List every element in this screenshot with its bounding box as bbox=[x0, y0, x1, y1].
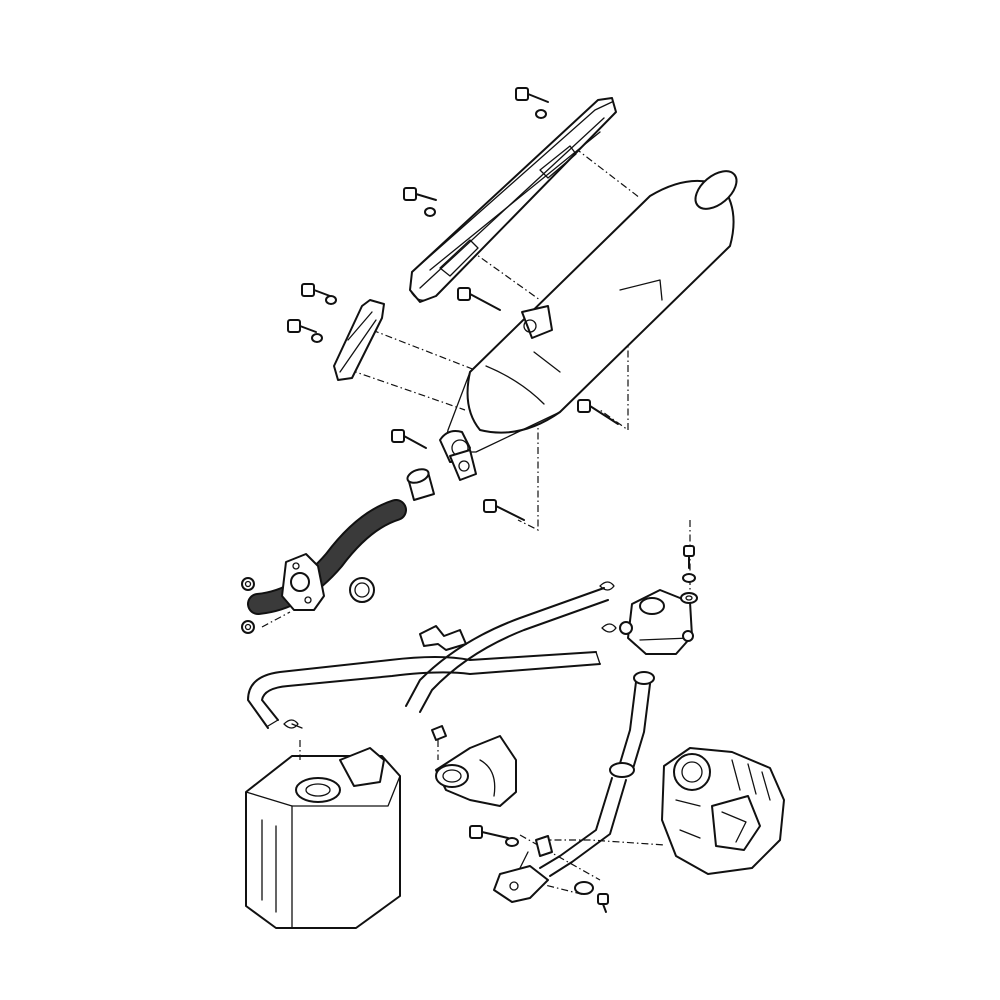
muffler-upper-bolt bbox=[515, 87, 549, 103]
breather-hose-short bbox=[405, 587, 609, 713]
valve-washer bbox=[682, 573, 696, 583]
small-shield-bolt-1 bbox=[301, 283, 337, 305]
exhaust-flange bbox=[281, 553, 325, 611]
exhaust-pipe bbox=[247, 499, 407, 615]
air-cleaner-box bbox=[245, 740, 401, 929]
muffler-mount-bolt-1 bbox=[457, 287, 501, 311]
valve-cap-bolt bbox=[683, 545, 695, 569]
hose-clip-4 bbox=[431, 725, 447, 741]
exhaust-port-gasket bbox=[349, 577, 375, 603]
bracket-bolt bbox=[469, 825, 509, 839]
muffler-heat-shield bbox=[409, 97, 617, 303]
hose-clip-3 bbox=[601, 623, 617, 633]
muffler-upper-washer bbox=[535, 109, 547, 119]
flange-nut-2 bbox=[241, 620, 255, 634]
exhaust-gasket-collar bbox=[406, 468, 435, 501]
hose-clip-2 bbox=[599, 581, 615, 591]
flange-nut-1 bbox=[241, 577, 255, 591]
shield-mount-bolt-1 bbox=[403, 187, 437, 217]
bracket-nut bbox=[597, 893, 609, 913]
muffler-lower-bolt bbox=[483, 499, 525, 521]
breather-hose-long bbox=[247, 651, 601, 729]
reference-lines bbox=[261, 147, 691, 896]
small-shield-bolt-2 bbox=[287, 319, 323, 343]
cylinder-head bbox=[661, 747, 785, 875]
reed-pipe-bracket bbox=[493, 851, 549, 903]
vacuum-hose bbox=[617, 681, 651, 773]
bracket-grommet bbox=[535, 835, 594, 895]
hose-clamp-bracket bbox=[419, 625, 467, 651]
muffler-mount-bolt-2 bbox=[577, 399, 619, 425]
hose-clip-5 bbox=[633, 671, 655, 685]
valve-grommet bbox=[680, 592, 698, 604]
intake-manifold bbox=[435, 735, 517, 807]
bracket-washer bbox=[505, 837, 519, 847]
reed-pipe bbox=[539, 762, 635, 877]
muffler-clamp bbox=[449, 449, 477, 481]
small-heat-shield bbox=[333, 299, 385, 381]
hose-clip-1 bbox=[283, 719, 303, 729]
air-injection-valve bbox=[619, 589, 694, 655]
muffler-joint-bolt bbox=[391, 429, 427, 449]
